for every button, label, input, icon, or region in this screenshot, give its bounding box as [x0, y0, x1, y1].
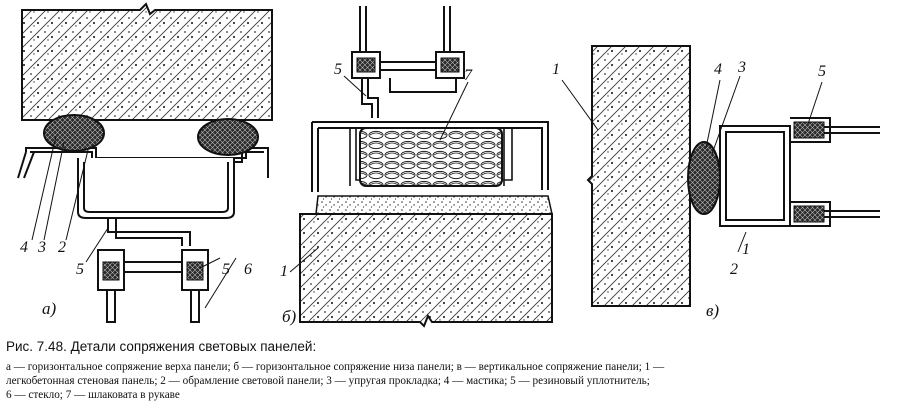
label-c-1-top: 1 — [552, 61, 560, 78]
glass-rail-left-b — [359, 6, 367, 52]
label-a-2: 2 — [58, 239, 66, 256]
label-a-3: 3 — [37, 239, 46, 256]
mastic-c — [687, 141, 721, 215]
tie-bar-a — [124, 261, 182, 273]
figure-caption-title: Рис. 7.48. Детали сопряжения световых па… — [6, 339, 317, 354]
leader-lines-b — [289, 75, 469, 273]
frame-flange-a — [17, 151, 35, 179]
label-b-7: 7 — [464, 67, 473, 84]
label-b-5: 5 — [334, 61, 342, 78]
label-c-1-bottom: 1 — [742, 241, 750, 258]
panel-junction-figure: 4 3 2 5 5 6 а) 5 7 1 б) — [17, 2, 880, 328]
glass-clamps-b — [351, 51, 465, 93]
caption-line-3: 6 — стекло; 7 — шлаковата в рукаве — [6, 389, 180, 402]
slag-wool-sleeve-b — [359, 127, 503, 187]
rubber-seal-top-c — [793, 121, 825, 139]
leader-lines-a — [31, 135, 237, 309]
detail-a: 4 3 2 5 5 6 а) — [17, 2, 273, 323]
label-c-3: 3 — [737, 59, 746, 76]
subfigure-label-b: б) — [282, 307, 297, 326]
frame-channel-a — [77, 158, 235, 219]
glass-pane-right-a — [190, 289, 200, 323]
glass-pane-c — [824, 126, 880, 218]
caption-line-2: легкобетонная стеновая панель; 2 — обрам… — [6, 375, 650, 388]
concrete-panel-a — [21, 2, 273, 121]
leader-lines-c — [561, 75, 823, 253]
frame-profile-b — [311, 121, 549, 192]
label-b-1: 1 — [280, 263, 288, 280]
frame-bracket-b — [361, 78, 379, 118]
subfigure-label-c: в) — [706, 301, 719, 320]
label-a-5-left: 5 — [76, 261, 84, 278]
figure-caption-legend: а — горизонтальное сопряжение верха пане… — [6, 360, 901, 403]
label-c-2: 2 — [730, 261, 738, 278]
hanger-a — [107, 218, 191, 246]
gasket-left-a — [43, 114, 105, 152]
rubber-seal-bottom-c — [793, 205, 825, 223]
label-a-6: 6 — [244, 261, 252, 278]
concrete-panel-b — [299, 213, 553, 328]
glass-rail-right-b — [443, 6, 451, 52]
detail-c: 1 4 3 5 1 2 в) — [552, 45, 880, 320]
subfigure-label-a: а) — [42, 299, 57, 318]
frame-profile-c — [719, 125, 791, 227]
gasket-right-a — [197, 118, 259, 156]
concrete-panel-c — [586, 45, 696, 307]
glass-clamp-left-a — [97, 249, 125, 323]
glass-pane-left-a — [106, 289, 116, 323]
mortar-bed-b — [315, 195, 553, 215]
caption-line-1: а — горизонтальное сопряжение верха пане… — [6, 361, 665, 373]
glass-clamp-right-a — [181, 249, 209, 323]
label-a-4: 4 — [20, 239, 28, 256]
label-c-4: 4 — [714, 61, 722, 78]
label-a-5-right: 5 — [222, 261, 230, 278]
label-c-5: 5 — [818, 63, 826, 80]
detail-b: 5 7 1 б) — [280, 6, 553, 328]
